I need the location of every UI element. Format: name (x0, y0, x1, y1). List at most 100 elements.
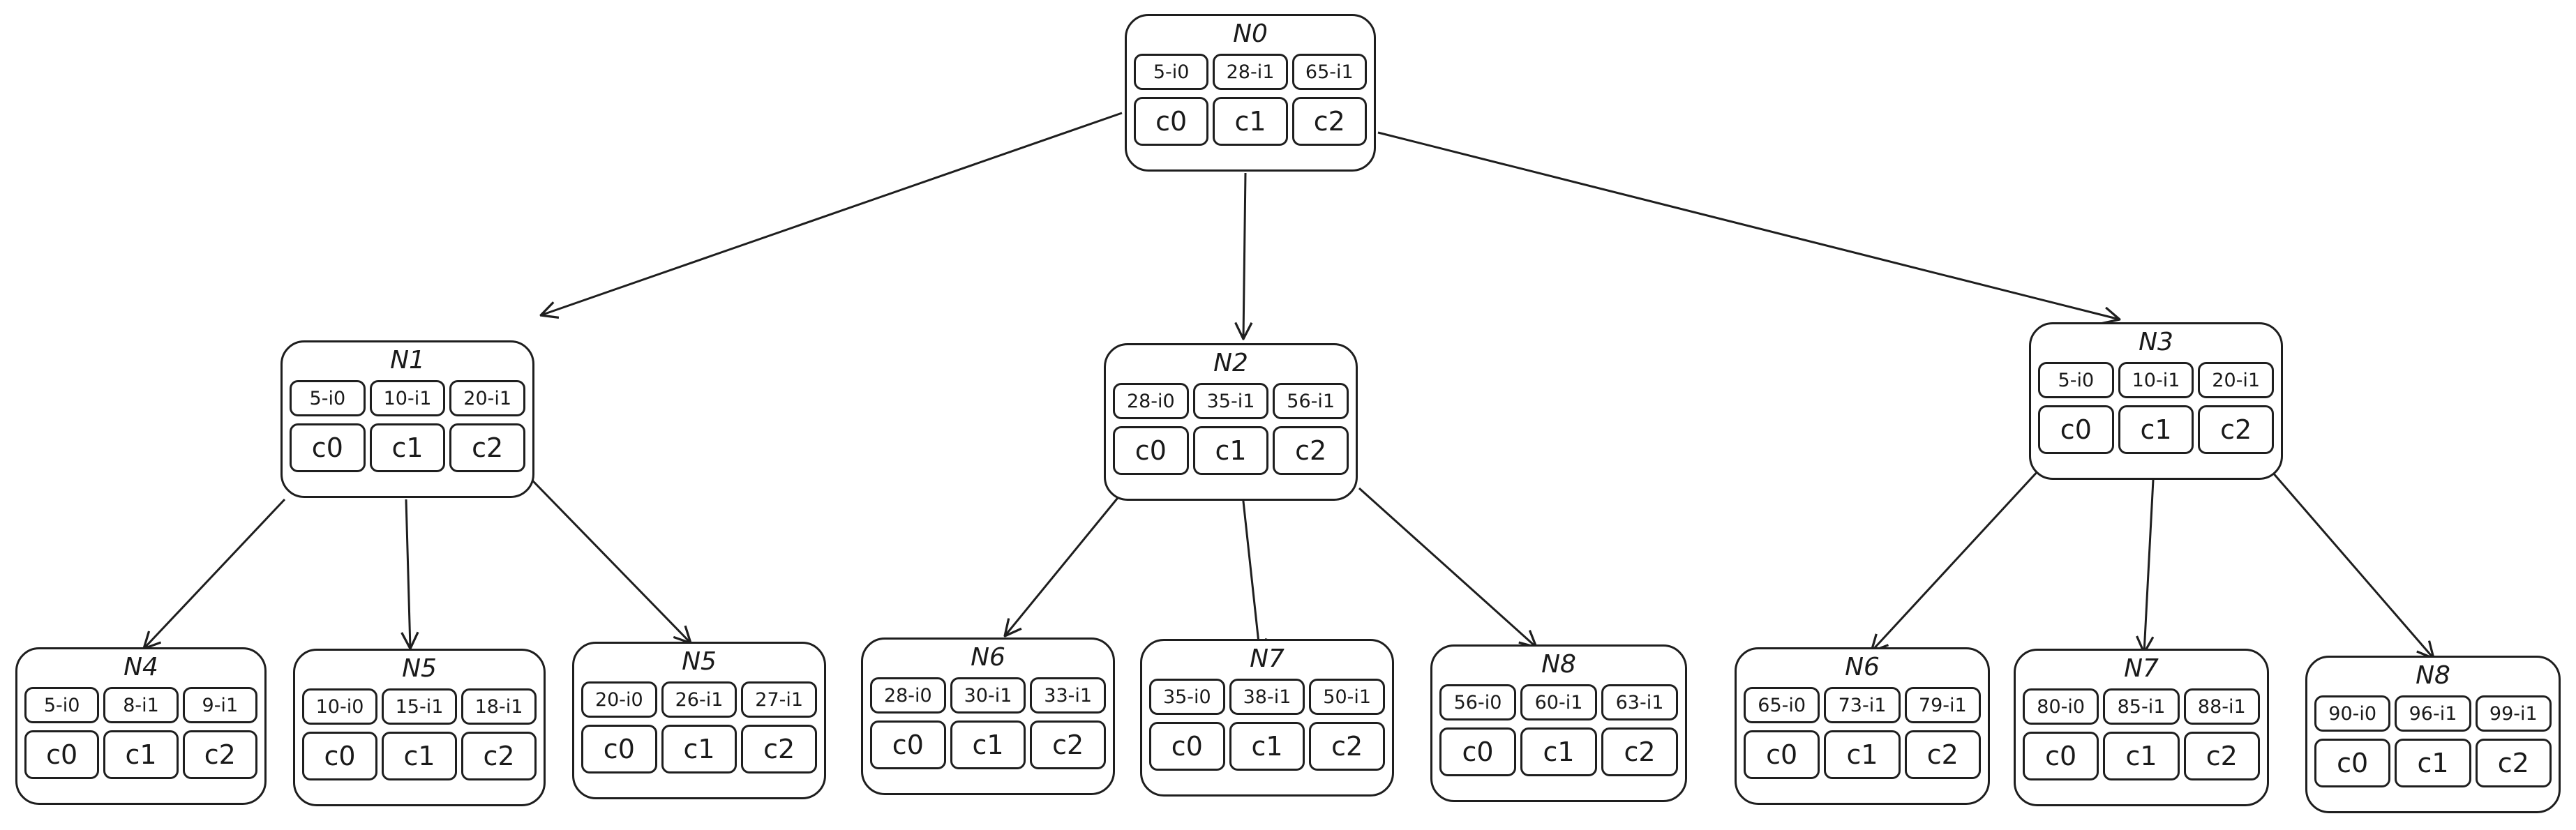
edge-n1-l1 (144, 498, 286, 649)
edge-n0-n3 (1377, 131, 2120, 319)
key-cell: 88-i1 (2183, 688, 2260, 725)
child-pointer-row: c0 c1 c2 (1149, 722, 1386, 771)
child-pointer-row: c0 c1 c2 (870, 720, 1107, 769)
child-pointer-cell: c2 (2183, 732, 2260, 780)
key-cell: 56-i0 (1439, 684, 1516, 720)
child-pointer-cell: c1 (382, 732, 457, 780)
key-cell: 30-i1 (950, 677, 1026, 714)
key-cell: 63-i1 (1601, 684, 1678, 720)
node-title: N7 (2124, 654, 2159, 683)
child-pointer-cell: c1 (2103, 732, 2180, 780)
key-cell: 85-i1 (2103, 688, 2180, 725)
key-row: 28-i0 35-i1 56-i1 (1113, 383, 1349, 419)
key-cell: 65-i1 (1291, 54, 1367, 90)
tree-node-n2: N2 28-i0 35-i1 56-i1 c0 c1 c2 (1104, 343, 1358, 501)
child-pointer-cell: c0 (290, 423, 366, 472)
child-pointer-cell: c0 (24, 730, 100, 779)
child-pointer-row: c0 c1 c2 (1134, 97, 1367, 146)
child-pointer-cell: c2 (1291, 97, 1367, 146)
key-cell: 80-i0 (2023, 688, 2099, 725)
key-row: 5-i0 8-i1 9-i1 (24, 687, 257, 723)
key-row: 5-i0 28-i1 65-i1 (1134, 54, 1367, 90)
child-pointer-cell: c2 (461, 732, 537, 780)
tree-node-leaf-5: N7 35-i0 38-i1 50-i1 c0 c1 c2 (1140, 639, 1394, 797)
node-title: N5 (682, 647, 717, 676)
node-title: N8 (1541, 650, 1576, 679)
child-pointer-cell: c2 (1273, 426, 1349, 475)
key-cell: 8-i1 (103, 687, 179, 723)
tree-node-n1: N1 5-i0 10-i1 20-i1 c0 c1 c2 (280, 340, 534, 498)
key-cell: 65-i0 (1744, 687, 1820, 723)
key-cell: 28-i0 (1113, 383, 1189, 419)
child-pointer-cell: c1 (1229, 722, 1305, 771)
child-pointer-row: c0 c1 c2 (2023, 732, 2260, 780)
tree-node-leaf-9: N8 90-i0 96-i1 99-i1 c0 c1 c2 (2305, 656, 2561, 813)
key-cell: 18-i1 (461, 688, 537, 725)
child-pointer-cell: c1 (950, 720, 1026, 769)
child-pointer-cell: c1 (1192, 426, 1269, 475)
key-cell: 10-i0 (302, 688, 377, 725)
key-row: 80-i0 85-i1 88-i1 (2023, 688, 2260, 725)
child-pointer-cell: c0 (1134, 97, 1209, 146)
child-pointer-row: c0 c1 c2 (1439, 727, 1678, 776)
child-pointer-cell: c0 (1439, 727, 1516, 776)
child-pointer-cell: c0 (2314, 739, 2391, 787)
key-row: 20-i0 26-i1 27-i1 (581, 681, 818, 718)
key-cell: 5-i0 (24, 687, 100, 723)
child-pointer-cell: c2 (2475, 739, 2552, 787)
key-cell: 27-i1 (741, 681, 818, 718)
child-pointer-cell: c1 (661, 725, 737, 774)
child-pointer-cell: c0 (870, 720, 946, 769)
key-cell: 26-i1 (661, 681, 737, 718)
child-pointer-cell: c0 (1744, 730, 1820, 779)
key-cell: 96-i1 (2395, 695, 2471, 732)
child-pointer-row: c0 c1 c2 (1113, 426, 1349, 475)
edge-n0-n2 (1243, 172, 1245, 339)
child-pointer-cell: c2 (1601, 727, 1678, 776)
tree-node-leaf-8: N7 80-i0 85-i1 88-i1 c0 c1 c2 (2014, 649, 2269, 806)
key-cell: 28-i0 (870, 677, 946, 714)
tree-node-n3: N3 5-i0 10-i1 20-i1 c0 c1 c2 (2029, 322, 2283, 480)
key-cell: 5-i0 (290, 380, 366, 416)
key-cell: 35-i0 (1149, 679, 1225, 715)
child-pointer-cell: c2 (1030, 720, 1107, 769)
key-cell: 28-i1 (1213, 54, 1288, 90)
child-pointer-cell: c2 (741, 725, 818, 774)
key-cell: 60-i1 (1520, 684, 1597, 720)
node-title: N0 (1233, 20, 1268, 48)
key-cell: 99-i1 (2475, 695, 2552, 732)
child-pointer-cell: c1 (2118, 405, 2194, 454)
child-pointer-row: c0 c1 c2 (2038, 405, 2275, 454)
key-cell: 33-i1 (1030, 677, 1107, 714)
child-pointer-cell: c1 (103, 730, 179, 779)
key-cell: 5-i0 (1134, 54, 1209, 90)
key-row: 10-i0 15-i1 18-i1 (302, 688, 537, 725)
child-pointer-cell: c1 (369, 423, 446, 472)
tree-node-leaf-3: N5 20-i0 26-i1 27-i1 c0 c1 c2 (572, 642, 826, 799)
key-row: 90-i0 96-i1 99-i1 (2314, 695, 2552, 732)
key-cell: 5-i0 (2038, 362, 2114, 398)
node-title: N4 (123, 653, 158, 681)
key-cell: 10-i1 (2118, 362, 2194, 398)
child-pointer-row: c0 c1 c2 (2314, 739, 2552, 787)
child-pointer-cell: c0 (581, 725, 657, 774)
key-row: 5-i0 10-i1 20-i1 (2038, 362, 2275, 398)
key-cell: 20-i1 (449, 380, 526, 416)
child-pointer-cell: c1 (1213, 97, 1288, 146)
child-pointer-cell: c0 (2038, 405, 2114, 454)
key-cell: 20-i1 (2198, 362, 2275, 398)
child-pointer-cell: c2 (182, 730, 257, 779)
tree-node-leaf-7: N6 65-i0 73-i1 79-i1 c0 c1 c2 (1735, 647, 1990, 805)
child-pointer-row: c0 c1 c2 (24, 730, 257, 779)
edge-n1-l3 (511, 459, 691, 643)
edge-n2-l6 (1358, 487, 1536, 647)
key-row: 56-i0 60-i1 63-i1 (1439, 684, 1678, 720)
key-cell: 79-i1 (1904, 687, 1981, 723)
child-pointer-cell: c1 (2395, 739, 2471, 787)
key-cell: 90-i0 (2314, 695, 2391, 732)
key-cell: 73-i1 (1824, 687, 1901, 723)
edge-n2-l4 (1005, 475, 1137, 636)
tree-node-leaf-2: N5 10-i0 15-i1 18-i1 c0 c1 c2 (293, 649, 546, 806)
child-pointer-cell: c0 (2023, 732, 2099, 780)
edge-n3-l8 (2144, 453, 2156, 653)
